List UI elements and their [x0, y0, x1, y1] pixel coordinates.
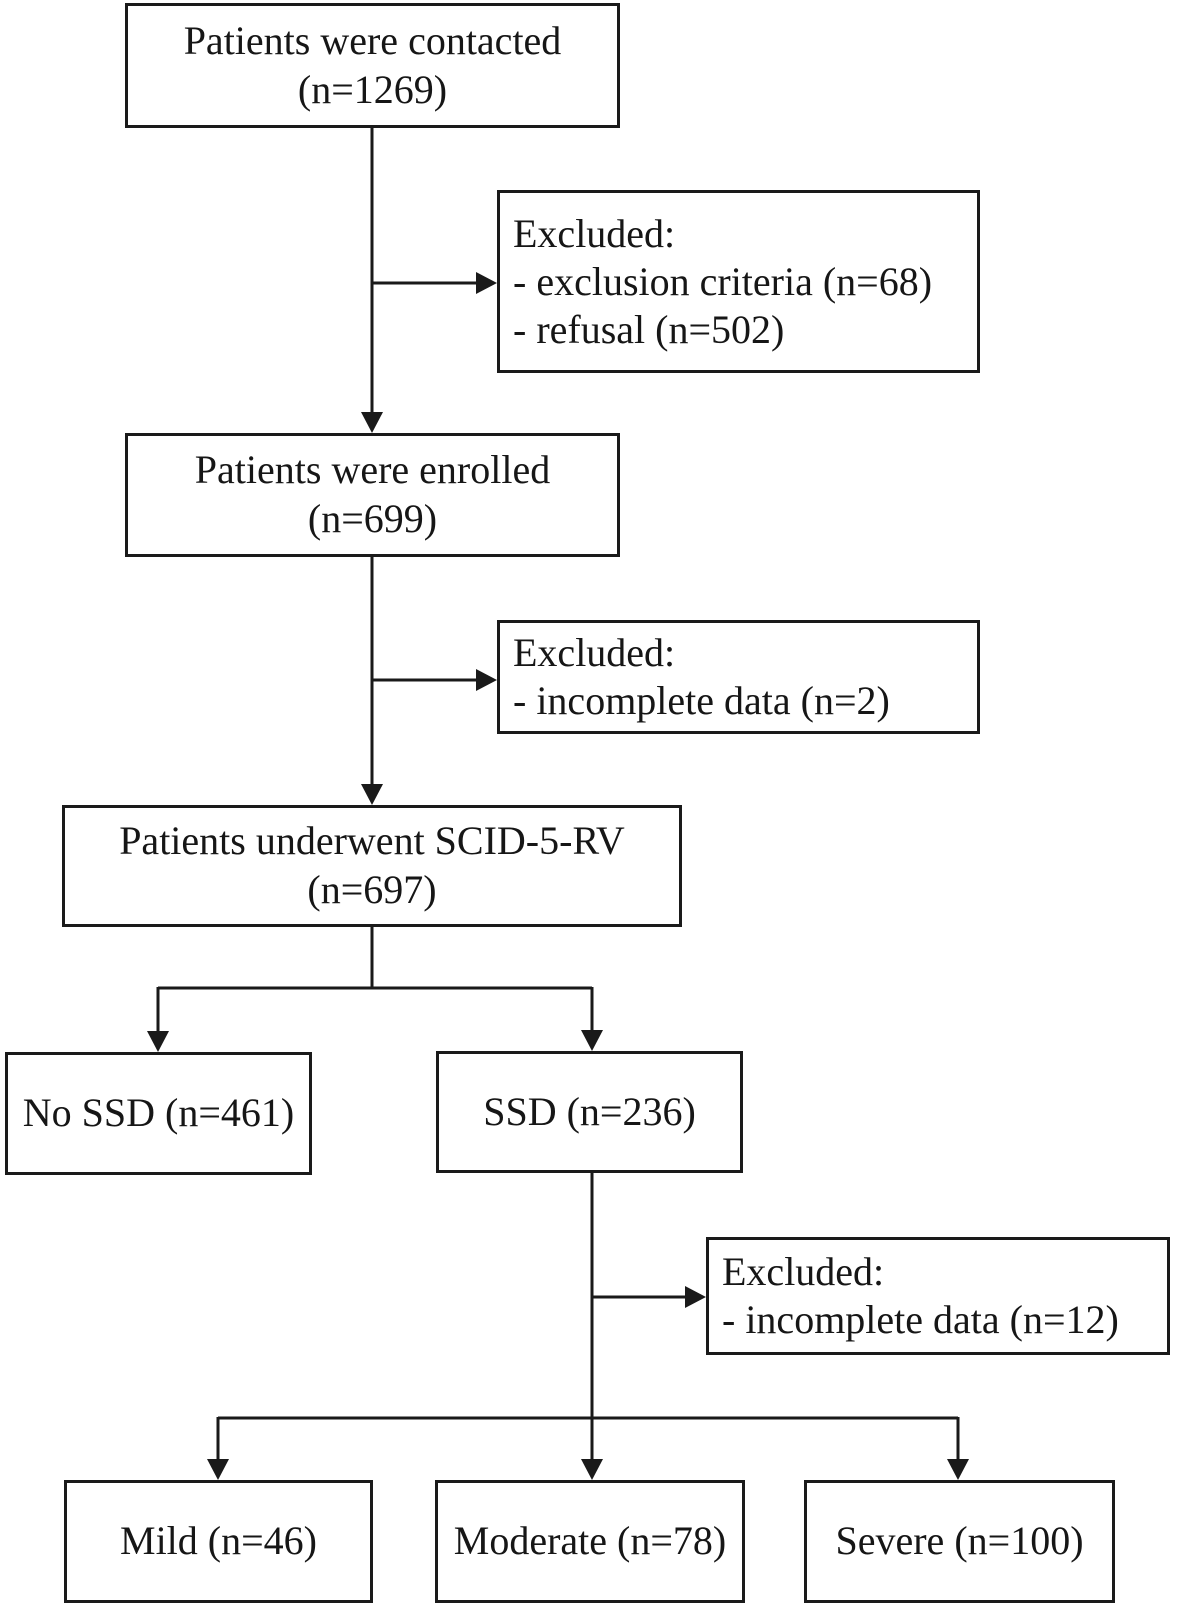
- node-text-line: No SSD (n=461): [22, 1090, 295, 1136]
- node-patients-enrolled: Patients were enrolled (n=699): [125, 433, 620, 557]
- node-patients-contacted: Patients were contacted (n=1269): [125, 3, 620, 128]
- excluded-item: - incomplete data (n=12): [722, 1297, 1119, 1342]
- node-text-line: SSD (n=236): [483, 1088, 696, 1134]
- node-excluded-2: Excluded: - incomplete data (n=2): [497, 620, 980, 734]
- excluded-heading: Excluded:: [513, 210, 676, 256]
- node-text-line: Severe (n=100): [835, 1518, 1084, 1564]
- arrow-down-to-no-ssd: [147, 987, 169, 1052]
- node-severe: Severe (n=100): [804, 1480, 1115, 1603]
- node-text-line: Patients underwent SCID-5-RV: [119, 818, 625, 864]
- node-text-line: Patients were enrolled: [194, 447, 551, 493]
- node-text-count: (n=697): [307, 867, 437, 912]
- arrow-down-contacted-to-enrolled: [361, 128, 383, 433]
- arrow-down-enrolled-to-scid: [361, 557, 383, 805]
- node-text-count: (n=699): [307, 496, 438, 541]
- arrow-right-to-excluded-2: [372, 669, 497, 691]
- arrow-down-to-ssd: [581, 987, 603, 1051]
- excluded-heading: Excluded:: [513, 630, 676, 675]
- node-no-ssd: No SSD (n=461): [5, 1052, 312, 1175]
- node-text-line: Patients were contacted: [183, 17, 562, 63]
- node-excluded-1: Excluded: - exclusion criteria (n=68) - …: [497, 190, 980, 373]
- node-ssd: SSD (n=236): [436, 1051, 743, 1173]
- excluded-item: - refusal (n=502): [513, 306, 785, 352]
- node-excluded-3: Excluded: - incomplete data (n=12): [706, 1237, 1170, 1355]
- excluded-item: - incomplete data (n=2): [513, 678, 890, 723]
- node-patients-underwent-scid: Patients underwent SCID-5-RV (n=697): [62, 805, 682, 927]
- arrow-down-to-mild: [207, 1417, 229, 1480]
- excluded-heading: Excluded:: [722, 1249, 885, 1294]
- node-moderate: Moderate (n=78): [435, 1480, 745, 1603]
- node-mild: Mild (n=46): [64, 1480, 373, 1603]
- node-text-line: Mild (n=46): [120, 1518, 317, 1564]
- excluded-item: - exclusion criteria (n=68): [513, 258, 933, 304]
- split-bar-scid: [158, 927, 592, 990]
- arrow-down-to-severe: [947, 1417, 969, 1480]
- arrow-down-ssd-to-moderate: [581, 1173, 603, 1480]
- arrow-right-to-excluded-3: [592, 1286, 706, 1308]
- arrow-right-to-excluded-1: [372, 272, 497, 294]
- node-text-count: (n=1269): [297, 66, 448, 112]
- node-text-line: Moderate (n=78): [453, 1518, 727, 1564]
